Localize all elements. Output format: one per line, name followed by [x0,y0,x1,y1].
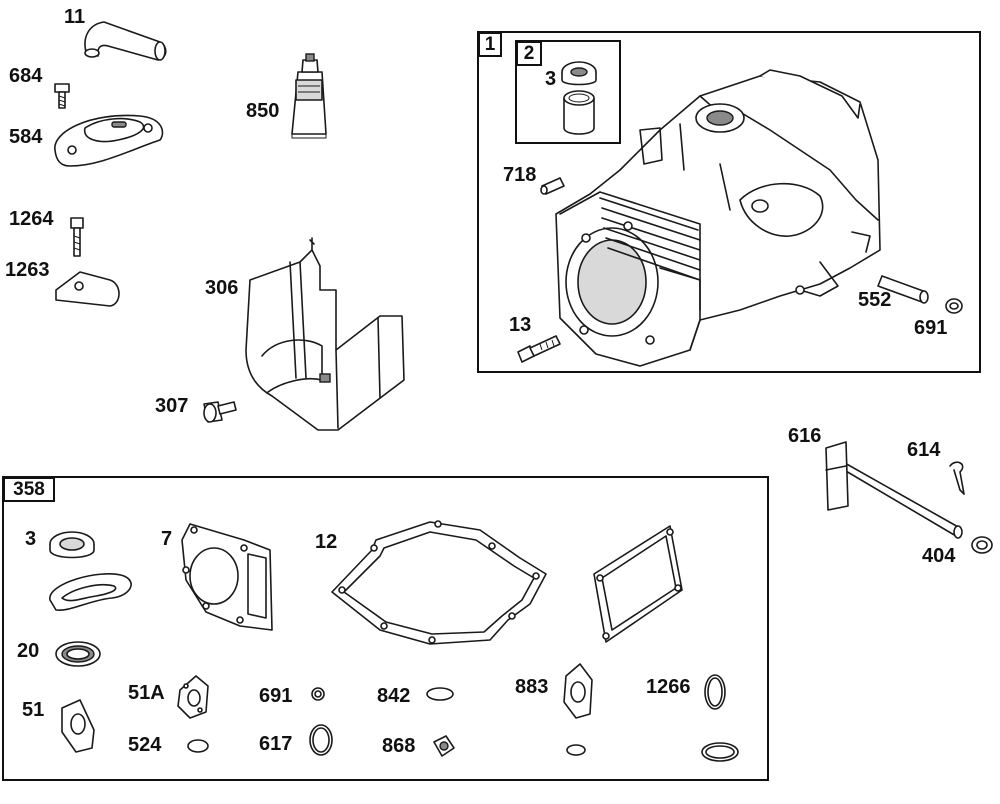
callout-51a: 51A [128,682,165,704]
callout-1: 1 [478,32,502,57]
washer-icon [945,298,963,314]
callout-307: 307 [155,395,189,417]
callout-842: 842 [377,685,411,707]
callout-718: 718 [503,164,537,186]
callout-552: 552 [858,289,892,311]
o-ring-842-icon [426,687,454,701]
breather-cover-icon [54,114,164,167]
callout-1264: 1264 [9,208,54,230]
callout-524: 524 [128,734,162,756]
callout-691-block: 691 [914,317,948,339]
callout-616: 616 [788,425,822,447]
cylinder-bolt-icon [517,335,561,363]
callout-614: 614 [907,439,941,461]
callout-1263: 1263 [5,259,50,281]
bearing-seal-icon [561,61,597,86]
shaft-washer-icon [971,536,993,554]
callout-7: 7 [161,528,173,550]
callout-13: 13 [509,314,532,336]
callout-850: 850 [246,100,280,122]
valve-cover-gasket-icon [593,525,683,643]
callout-358: 358 [3,477,55,502]
callout-20: 20 [17,640,40,662]
cylinder-block-icon [555,69,881,367]
callout-868: 868 [382,735,416,757]
frame-gasket-set [2,476,769,781]
governor-shaft-icon [825,441,963,539]
crankcase-gasket-icon [331,520,547,645]
oil-seal-icon [49,531,95,559]
dowel-pin-icon [540,177,565,195]
callout-883: 883 [515,676,549,698]
flange-bolt-icon [203,401,237,423]
breather-tube-icon [84,21,167,61]
o-ring-1266-icon [704,674,726,710]
frame-sub-assembly-2 [515,40,621,144]
callout-12: 12 [315,531,338,553]
carburetor-gasket-icon [177,675,209,719]
exhaust-gasket-icon [49,573,132,611]
hitch-pin-icon [949,461,965,495]
screw-icon [54,83,70,109]
callout-306: 306 [205,277,239,299]
frame-cylinder-assembly [477,31,981,373]
callout-51: 51 [22,699,45,721]
valve-seal-icon [433,735,455,757]
callout-11: 11 [64,6,86,28]
crank-seal-icon [55,641,101,667]
mounting-plate-icon [55,271,120,307]
callout-617: 617 [259,733,293,755]
large-o-ring-icon [701,742,739,762]
callout-691-set: 691 [259,685,293,707]
callout-584: 584 [9,126,43,148]
o-ring-617-icon [309,724,333,756]
callout-684: 684 [9,65,43,87]
small-washer-icon [311,687,325,701]
cylinder-shroud-icon [245,237,405,431]
intake-gasket-icon [61,699,95,753]
o-ring-524-icon [187,739,209,753]
small-o-ring-icon [566,744,586,756]
callout-3-bushing: 3 [545,68,557,90]
callout-404: 404 [922,545,956,567]
muffler-gasket-icon [563,663,593,719]
callout-2: 2 [516,41,542,66]
pin-icon [877,275,929,304]
sealant-tube-icon [291,53,327,139]
callout-3-seal: 3 [25,528,37,550]
bolt-icon [70,217,84,257]
head-gasket-icon [181,523,273,631]
callout-1266: 1266 [646,676,691,698]
bushing-icon [563,90,595,135]
